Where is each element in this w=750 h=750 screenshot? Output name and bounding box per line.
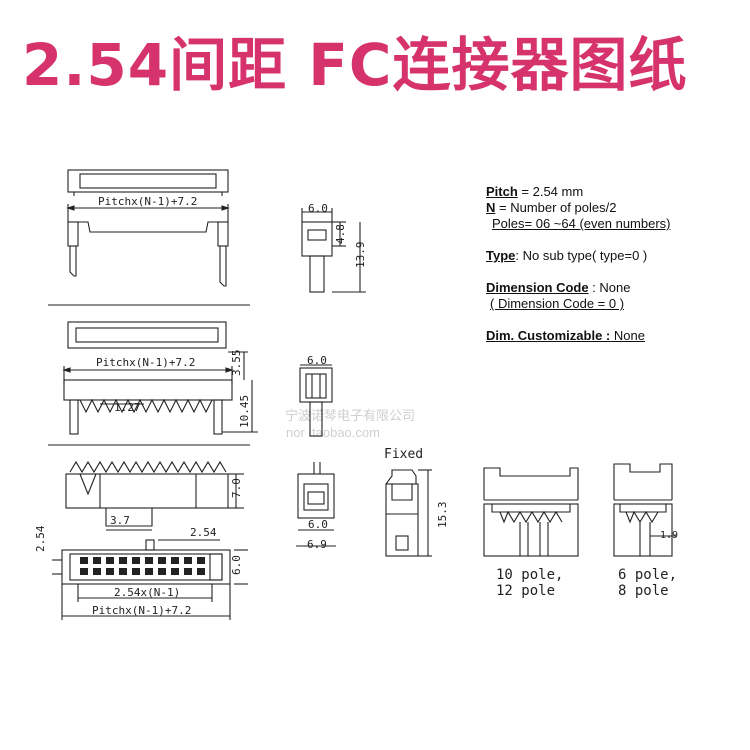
view-latch-10-12	[483, 467, 579, 557]
dim-13-9: 13.9	[354, 242, 367, 269]
pin-hole	[93, 557, 101, 564]
pin-hole	[184, 568, 192, 575]
dim-pitch-formula-2: Pitchx(N-1)+7.2	[96, 356, 195, 369]
pin-hole	[158, 557, 166, 564]
spec-custom-value: None	[610, 328, 645, 343]
view-profile-top	[301, 208, 366, 293]
spec-type-label: Type	[486, 248, 516, 263]
dim-pitch-formula-1: Pitchx(N-1)+7.2	[98, 195, 197, 208]
spec-dim-value: : None	[588, 280, 631, 295]
dim-6-0-b: 6.0	[307, 354, 327, 367]
dim-3-7: 3.7	[110, 514, 130, 527]
dim-1-9: 1.9	[660, 530, 678, 541]
pin-hole	[158, 568, 166, 575]
pin-hole	[171, 568, 179, 575]
spec-pitch-label: Pitch	[486, 184, 518, 199]
dim-4-8: 4.8	[334, 224, 347, 244]
page-title: 2.54间距 FC连接器图纸	[22, 31, 688, 99]
caption-left-2: 12 pole	[496, 583, 556, 599]
spec-dim-label: Dimension Code	[486, 280, 589, 295]
spec-dim-line2: ( Dimension Code = 0 )	[490, 296, 625, 311]
pin-hole	[106, 557, 114, 564]
view-side-bottom	[65, 460, 244, 531]
pin-hole	[119, 568, 127, 575]
spec-poles: Poles= 06 ~64 (even numbers)	[492, 216, 671, 231]
spec-n-value: = Number of poles/2	[495, 200, 617, 215]
dim-10-45: 10.45	[238, 395, 251, 428]
spec-type: Type: No sub type( type=0 )	[486, 248, 647, 263]
pin-hole	[119, 557, 127, 564]
pin-hole	[80, 557, 88, 564]
pin-hole	[132, 568, 140, 575]
spec-customizable: Dim. Customizable : None	[486, 328, 645, 343]
view-side-top	[66, 169, 230, 287]
pin-hole	[145, 568, 153, 575]
view-profile-middle	[299, 364, 333, 437]
dim-7-0: 7.0	[230, 478, 243, 498]
view-top-pins	[52, 539, 248, 620]
pin-hole	[184, 557, 192, 564]
dim-pitch-n1: 2.54x(N-1)	[114, 586, 180, 599]
dim-6-0-c: 6.0	[308, 518, 328, 531]
dim-6-0-d: 6.0	[230, 555, 243, 575]
pin-hole	[93, 568, 101, 575]
watermark-line1: 宁波诺琴电子有限公司	[285, 408, 416, 423]
view-fixed	[385, 469, 432, 557]
caption-left-1: 10 pole,	[496, 567, 564, 583]
pin-hole	[197, 557, 205, 564]
spec-type-value: : No sub type( type=0 )	[515, 248, 648, 263]
spec-n: N = Number of poles/2	[486, 200, 616, 215]
dim-2-54-b: 2.54	[190, 526, 217, 539]
spec-pitch: Pitch = 2.54 mm	[486, 184, 583, 199]
dim-1-27: 1.27	[114, 401, 141, 414]
caption-right-2: 8 pole	[618, 583, 669, 599]
spec-dimension-code: Dimension Code : None	[486, 280, 631, 295]
pin-hole	[145, 557, 153, 564]
dim-3-55: 3.55	[230, 350, 243, 377]
pin-hole	[197, 568, 205, 575]
pin-hole	[106, 568, 114, 575]
spec-custom-label: Dim. Customizable :	[486, 328, 611, 343]
spec-pitch-value: = 2.54 mm	[517, 184, 584, 199]
dim-6-9: 6.9	[307, 538, 327, 551]
dim-2-54-a: 2.54	[34, 525, 47, 552]
pin-hole	[171, 557, 179, 564]
dim-6-0-a: 6.0	[308, 202, 328, 215]
caption-right-1: 6 pole,	[618, 567, 678, 583]
pin-hole	[132, 557, 140, 564]
view-side-middle	[62, 321, 258, 435]
dim-pitch-formula-3: Pitchx(N-1)+7.2	[92, 604, 191, 617]
dim-15-3: 15.3	[436, 502, 449, 529]
label-fixed: Fixed	[384, 447, 423, 462]
spec-n-label: N	[486, 200, 496, 215]
pin-grid	[80, 557, 205, 575]
pin-hole	[80, 568, 88, 575]
view-latch-6-8	[613, 463, 676, 557]
view-profile-bottom	[296, 462, 336, 547]
